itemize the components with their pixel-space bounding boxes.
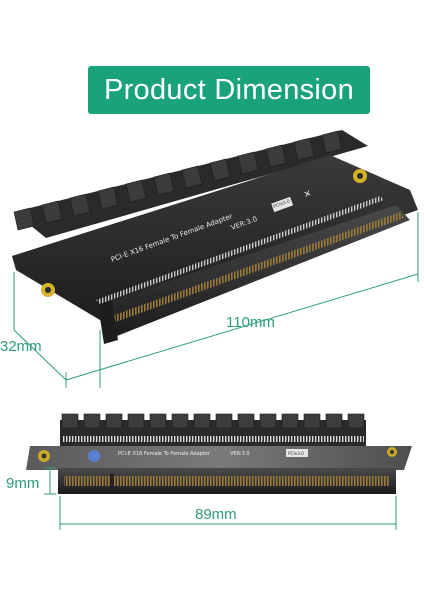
title-banner: Product Dimension xyxy=(88,66,370,114)
page-title: Product Dimension xyxy=(103,73,355,106)
bottom-board-label: PCI-E X16 Female To Female Adapter xyxy=(118,451,211,457)
length-89-label: 89mm xyxy=(195,506,237,523)
bottom-dimension-lines xyxy=(44,467,397,530)
bottom-adapter-view: PCI-E X16 Female To Female Adapter VER:3… xyxy=(26,413,412,530)
bottom-plate xyxy=(26,446,412,470)
bottom-badge xyxy=(286,449,308,457)
front-slot-pins xyxy=(106,212,404,324)
bottom-logo xyxy=(88,450,100,462)
pcb-board xyxy=(12,155,418,320)
weee-icon: ✕ xyxy=(303,189,314,201)
pcie-badge xyxy=(271,196,294,213)
bottom-badge-label: PCIe3.0 xyxy=(288,451,304,456)
bottom-slot-fins xyxy=(61,413,365,429)
bottom-board-version: VER:3.0 xyxy=(230,451,250,457)
pcie-badge-label: PCIe3.0 xyxy=(273,198,291,210)
length-110-label: 110mm xyxy=(226,314,275,331)
height-9-label: 9mm xyxy=(6,475,40,492)
slot-fins xyxy=(13,130,343,231)
top-adapter-view: PCI-E X16 Female To Female Adapter VER:3… xyxy=(12,130,419,388)
width-32-label: 32mm xyxy=(0,338,42,355)
top-dimension-lines xyxy=(13,212,419,388)
bottom-front-pins xyxy=(64,476,390,486)
